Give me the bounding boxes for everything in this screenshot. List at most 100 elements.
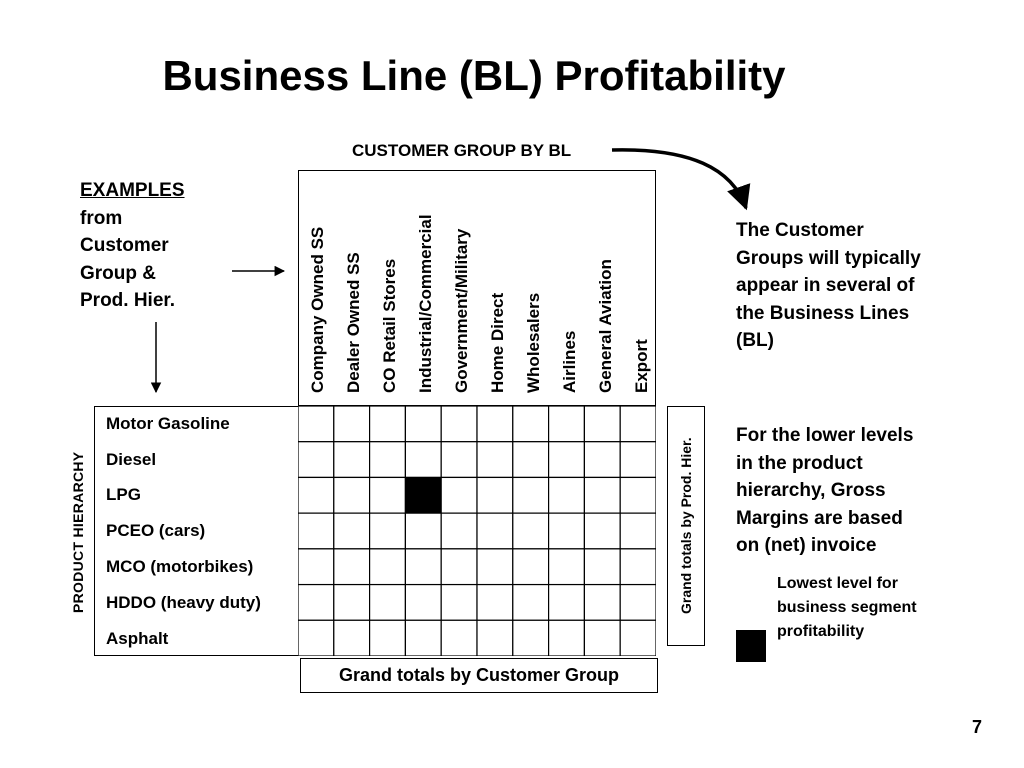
matrix-cell bbox=[440, 512, 478, 550]
page-number: 7 bbox=[972, 717, 983, 737]
matrix-cell bbox=[583, 583, 621, 621]
columns-header-box: Company Owned SS Dealer Owned SS CO Reta… bbox=[298, 170, 656, 406]
matrix-cell bbox=[333, 406, 371, 443]
legend-black-square bbox=[736, 630, 766, 662]
matrix-cell bbox=[440, 441, 478, 479]
lowest-level-note: Lowest level for business segment profit… bbox=[777, 572, 917, 644]
matrix-cell bbox=[298, 406, 335, 443]
matrix-cell bbox=[512, 476, 550, 514]
note-line: Margins are based bbox=[736, 507, 903, 529]
row-label-motor-gasoline: Motor Gasoline bbox=[106, 414, 230, 433]
matrix-cell bbox=[298, 619, 335, 656]
matrix-cell bbox=[333, 441, 371, 479]
matrix-cell bbox=[619, 512, 656, 550]
matrix-cell bbox=[512, 512, 550, 550]
row-label-pceo: PCEO (cars) bbox=[106, 521, 206, 540]
customer-groups-note: The Customer Groups will typically appea… bbox=[736, 217, 921, 355]
matrix-cell bbox=[298, 441, 335, 479]
column-label-company-owned-ss: Company Owned SS bbox=[308, 226, 327, 393]
matrix-cell bbox=[368, 548, 406, 586]
examples-line: from bbox=[80, 207, 123, 229]
gross-margins-note: For the lower levels in the product hier… bbox=[736, 422, 913, 560]
examples-line: Customer bbox=[80, 235, 169, 256]
matrix-cell bbox=[619, 406, 656, 443]
matrix-cell bbox=[548, 619, 586, 656]
note-line: For the lower levels bbox=[736, 425, 914, 446]
note-line: on (net) invoice bbox=[736, 535, 877, 556]
matrix-cell bbox=[404, 406, 442, 443]
matrix-cell bbox=[333, 548, 371, 586]
column-label-home-direct: Home Direct bbox=[488, 292, 507, 393]
examples-line: Group & bbox=[80, 262, 156, 284]
note-line: hierarchy, Gross bbox=[736, 480, 886, 501]
product-rows-box: Motor Gasoline Diesel LPG PCEO (cars) MC… bbox=[94, 406, 300, 656]
matrix-cell bbox=[298, 583, 335, 621]
note-line: The Customer bbox=[736, 220, 864, 241]
matrix-cell bbox=[619, 619, 656, 656]
grand-totals-customer-label: Grand totals by Customer Group bbox=[338, 665, 620, 685]
product-hierarchy-label: PRODUCT HIERARCHY bbox=[70, 451, 86, 613]
matrix-cell bbox=[404, 548, 442, 586]
matrix-cell bbox=[368, 476, 406, 514]
slide-title: Business Line (BL) Profitability bbox=[162, 52, 786, 99]
matrix-cell bbox=[476, 441, 514, 479]
matrix-cell bbox=[333, 583, 371, 621]
matrix-cell bbox=[368, 583, 406, 621]
highlighted-cell bbox=[404, 476, 442, 514]
note-line: in the product bbox=[736, 452, 863, 474]
matrix-cell bbox=[440, 406, 478, 443]
row-label-mco: MCO (motorbikes) bbox=[106, 557, 254, 576]
grand-totals-prod-box: Grand totals by Prod. Hier. bbox=[667, 406, 705, 646]
customer-group-header: CUSTOMER GROUP BY BL bbox=[352, 141, 572, 160]
matrix-cell bbox=[512, 548, 550, 586]
matrix-cell bbox=[512, 619, 550, 656]
matrix-cell bbox=[583, 441, 621, 479]
matrix-cell bbox=[619, 548, 656, 586]
matrix-cell bbox=[404, 583, 442, 621]
matrix-cell bbox=[583, 548, 621, 586]
matrix-cell bbox=[476, 548, 514, 586]
matrix-cell bbox=[404, 512, 442, 550]
column-label-co-retail-stores: CO Retail Stores bbox=[380, 258, 399, 393]
examples-block: EXAMPLES from Customer Group & Prod. Hie… bbox=[80, 177, 185, 315]
matrix-cell bbox=[512, 441, 550, 479]
grand-totals-customer-box: Grand totals by Customer Group bbox=[300, 658, 658, 693]
column-label-government-military: Government/Military bbox=[452, 228, 471, 393]
matrix-cell bbox=[440, 548, 478, 586]
examples-line: Prod. Hier. bbox=[80, 290, 176, 311]
matrix-cell bbox=[476, 583, 514, 621]
matrix-cell bbox=[333, 476, 371, 514]
note-line: profitability bbox=[777, 623, 865, 640]
note-line: business segment bbox=[777, 599, 917, 616]
note-line: appear in several of bbox=[736, 275, 915, 296]
note-line: Groups will typically bbox=[736, 247, 921, 269]
column-label-export: Export bbox=[632, 339, 651, 393]
examples-heading: EXAMPLES bbox=[80, 180, 185, 201]
row-label-diesel: Diesel bbox=[106, 450, 157, 469]
matrix-cell bbox=[619, 441, 656, 479]
matrix-cell bbox=[404, 619, 442, 656]
matrix-cell bbox=[583, 476, 621, 514]
matrix-cell bbox=[476, 406, 514, 443]
matrix-cell bbox=[440, 583, 478, 621]
matrix-cell bbox=[583, 406, 621, 443]
matrix-cell bbox=[548, 406, 586, 443]
column-label-dealer-owned-ss: Dealer Owned SS bbox=[344, 252, 363, 393]
matrix-cell bbox=[368, 406, 406, 443]
grand-totals-prod-label: Grand totals by Prod. Hier. bbox=[678, 437, 694, 615]
profitability-matrix-grid bbox=[298, 406, 656, 656]
column-label-airlines: Airlines bbox=[560, 330, 579, 393]
matrix-cell bbox=[583, 619, 621, 656]
matrix-cell bbox=[440, 476, 478, 514]
matrix-cell bbox=[512, 406, 550, 443]
matrix-cell bbox=[298, 476, 335, 514]
matrix-cell bbox=[476, 619, 514, 656]
matrix-cell bbox=[298, 548, 335, 586]
note-line: the Business Lines bbox=[736, 302, 910, 324]
matrix-cell bbox=[333, 512, 371, 550]
matrix-cell bbox=[548, 548, 586, 586]
matrix-cell bbox=[476, 476, 514, 514]
matrix-cell bbox=[548, 512, 586, 550]
column-label-industrial-commercial: Industrial/Commercial bbox=[416, 214, 435, 393]
matrix-cell bbox=[333, 619, 371, 656]
